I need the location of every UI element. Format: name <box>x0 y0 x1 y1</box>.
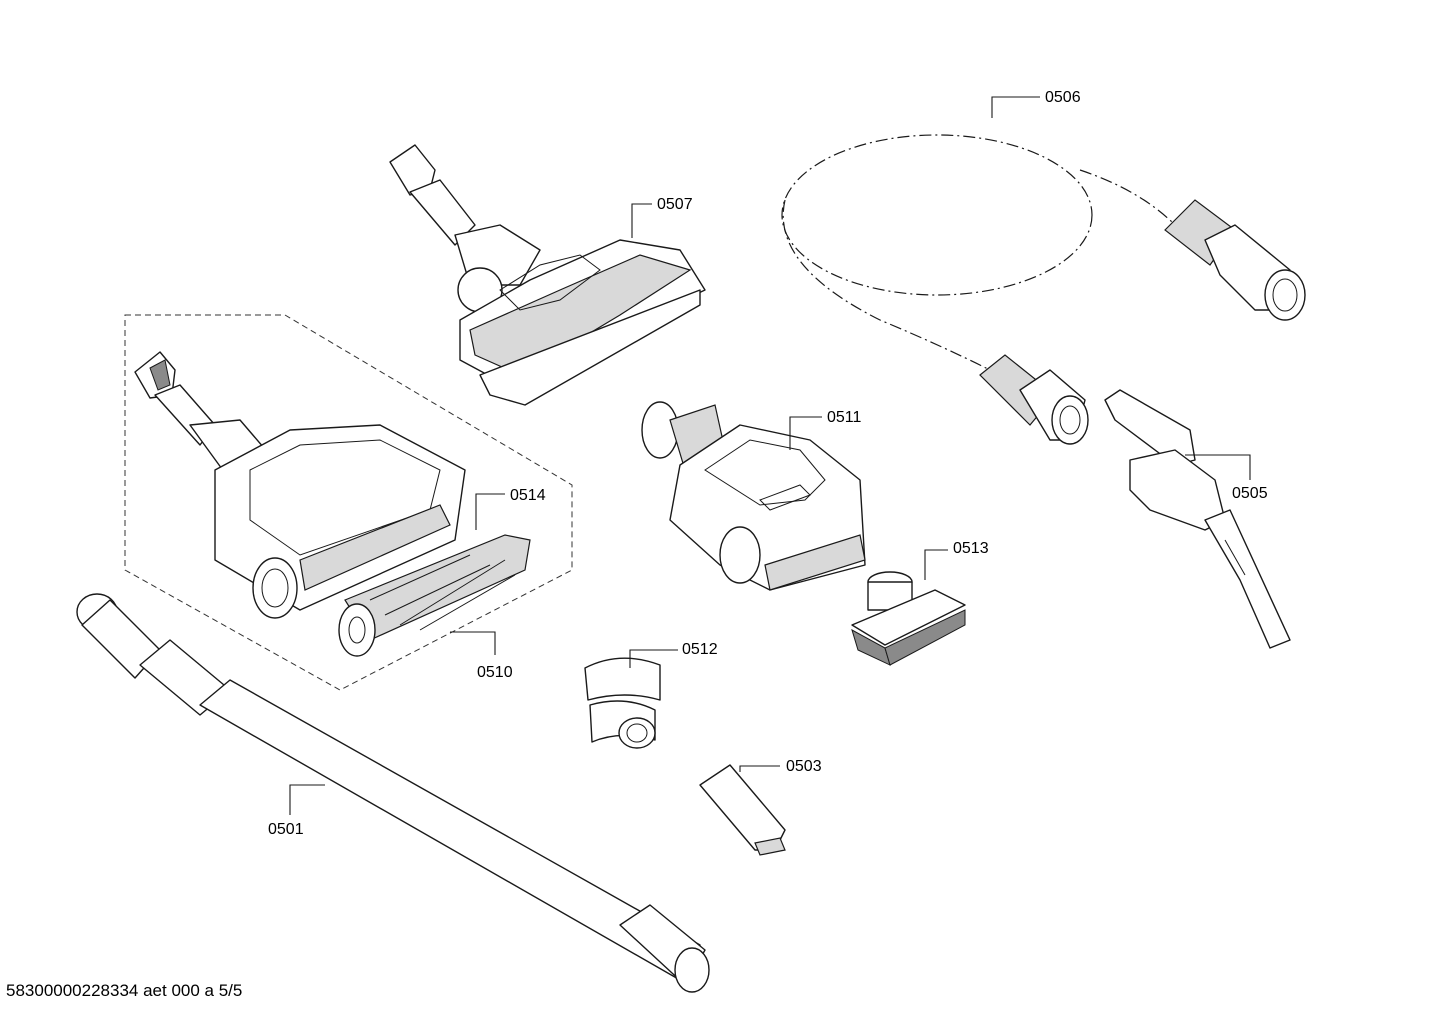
turbo-brush-0510 <box>134 351 466 619</box>
label-0512: 0512 <box>682 641 718 658</box>
leader-0512 <box>629 649 678 668</box>
assembly-0510-outline <box>124 314 573 691</box>
clip-0512 <box>584 657 661 749</box>
label-0511: 0511 <box>827 409 862 426</box>
telescopic-tube-0501 <box>76 593 710 993</box>
label-0501: 0501 <box>268 821 304 838</box>
handle-0505 <box>1104 389 1291 649</box>
leader-0507 <box>631 203 652 238</box>
label-0506: 0506 <box>1045 89 1081 106</box>
leader-0514 <box>475 493 505 530</box>
leader-0506 <box>991 96 1040 118</box>
upholstery-brush-0513 <box>851 571 966 666</box>
leader-0503 <box>739 765 780 772</box>
leader-0505 <box>1185 454 1251 480</box>
label-0507: 0507 <box>657 196 693 213</box>
label-0513: 0513 <box>953 540 989 557</box>
floor-nozzle-0507 <box>389 144 706 406</box>
label-0505: 0505 <box>1232 485 1268 502</box>
leader-0511 <box>789 416 822 450</box>
leader-0513 <box>924 549 948 580</box>
hose-0506 <box>781 134 1306 445</box>
leader-0501 <box>289 784 325 815</box>
document-footer: 58300000228334 aet 000 a 5/5 <box>6 981 243 1000</box>
brush-roll-0514 <box>338 534 531 657</box>
crevice-tool-0503 <box>699 764 786 856</box>
label-0503: 0503 <box>786 758 822 775</box>
label-0514: 0514 <box>510 487 546 504</box>
leader-0510 <box>450 631 496 655</box>
label-0510: 0510 <box>477 664 513 681</box>
turbo-nozzle-0511 <box>641 401 866 591</box>
